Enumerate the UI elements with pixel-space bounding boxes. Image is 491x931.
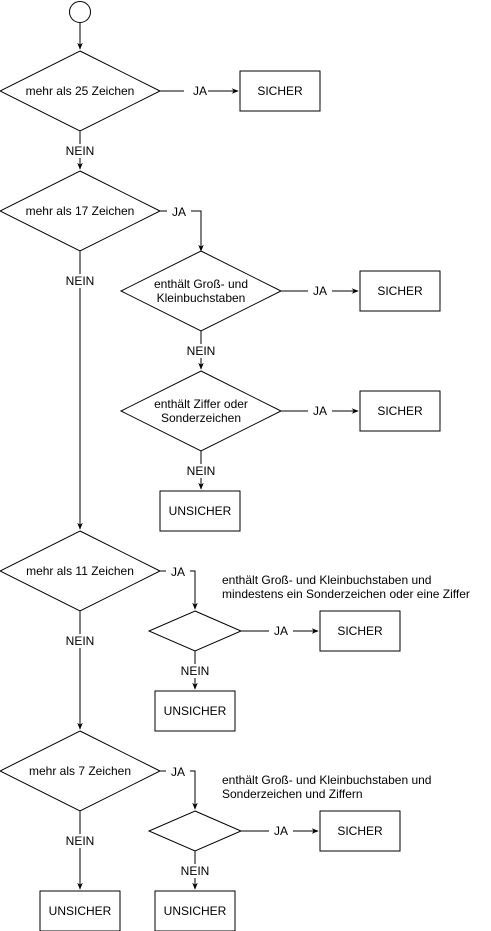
result-label: SICHER <box>377 284 423 298</box>
decision-upper-lower-case: enthält Groß- und Kleinbuchstaben <box>119 250 283 332</box>
result-label: SICHER <box>377 404 423 418</box>
edge-label-yes: JA <box>171 565 185 579</box>
result-unsafe: UNSICHER <box>159 490 241 532</box>
result-label: UNSICHER <box>164 904 227 918</box>
decision-more-than-7: mehr als 7 Zeichen <box>0 730 162 812</box>
label-bg <box>269 824 293 838</box>
decision-more-than-11: mehr als 11 Zeichen <box>0 530 162 612</box>
condition-note-line2: Sonderzeichen und Ziffern <box>222 787 363 801</box>
label-bg <box>62 144 98 158</box>
start-node <box>69 1 91 23</box>
edge-label-yes: JA <box>193 84 207 98</box>
result-unsafe: UNSICHER <box>154 890 236 931</box>
result-label: UNSICHER <box>169 504 232 518</box>
label-bg <box>166 565 190 579</box>
condition-note-line1: enthält Groß- und Kleinbuchstaben und <box>222 573 431 587</box>
label-bg <box>177 664 213 678</box>
decision-label-line2: Kleinbuchstaben <box>157 291 246 305</box>
edge-label-no: NEIN <box>66 834 95 848</box>
decision-label: mehr als 11 Zeichen <box>26 564 134 578</box>
edge-label-no: NEIN <box>66 144 95 158</box>
label-bg <box>183 344 219 358</box>
edge-label-yes: JA <box>274 824 288 838</box>
edge-label-yes: JA <box>171 765 185 779</box>
decision-digit-or-special: enthält Ziffer oder Sonderzeichen <box>119 370 283 452</box>
decision-label-line1: enthält Ziffer oder <box>154 397 248 411</box>
result-label: SICHER <box>337 824 383 838</box>
edge-label-yes: JA <box>274 624 288 638</box>
decision-condition-11 <box>147 610 243 652</box>
result-unsafe: UNSICHER <box>39 890 121 931</box>
result-label: UNSICHER <box>164 704 227 718</box>
edge-label-no: NEIN <box>66 274 95 288</box>
edge-label-no: NEIN <box>181 864 210 878</box>
result-safe: SICHER <box>359 270 441 312</box>
label-bg <box>62 834 98 848</box>
result-label: SICHER <box>257 84 303 98</box>
result-safe: SICHER <box>359 390 441 432</box>
edge-label-no: NEIN <box>181 664 210 678</box>
label-bg <box>166 765 190 779</box>
label-bg <box>269 624 293 638</box>
edge-label-no: NEIN <box>187 344 216 358</box>
label-bg <box>62 274 98 288</box>
edge-label-no: NEIN <box>66 634 95 648</box>
edge-label-yes: JA <box>313 404 327 418</box>
result-safe: SICHER <box>319 610 401 652</box>
result-safe: SICHER <box>239 70 321 112</box>
decision-label-line1: enthält Groß- und <box>154 277 248 291</box>
condition-note-line1: enthält Groß- und Kleinbuchstaben und <box>222 773 431 787</box>
decision-label-line2: Sonderzeichen <box>161 411 241 425</box>
label-bg <box>177 864 213 878</box>
decision-more-than-17: mehr als 17 Zeichen <box>0 170 162 252</box>
edge-label-yes: JA <box>172 205 186 219</box>
label-bg <box>308 284 332 298</box>
decision-label: mehr als 17 Zeichen <box>26 204 135 218</box>
result-unsafe: UNSICHER <box>154 690 236 732</box>
decision-more-than-25: mehr als 25 Zeichen <box>0 50 162 132</box>
label-bg <box>184 84 208 98</box>
label-bg <box>308 404 332 418</box>
result-label: UNSICHER <box>49 904 112 918</box>
decision-label: mehr als 7 Zeichen <box>29 764 131 778</box>
label-bg <box>167 205 191 219</box>
edge-label-yes: JA <box>313 284 327 298</box>
edge-label-no: NEIN <box>187 464 216 478</box>
result-label: SICHER <box>337 624 383 638</box>
decision-condition-7 <box>147 810 243 852</box>
result-safe: SICHER <box>319 810 401 852</box>
connectors <box>77 23 359 890</box>
decision-label: mehr als 25 Zeichen <box>26 84 135 98</box>
label-bg <box>183 464 219 478</box>
condition-note-line2: mindestens ein Sonderzeichen oder eine Z… <box>222 587 470 601</box>
label-bg <box>62 634 98 648</box>
